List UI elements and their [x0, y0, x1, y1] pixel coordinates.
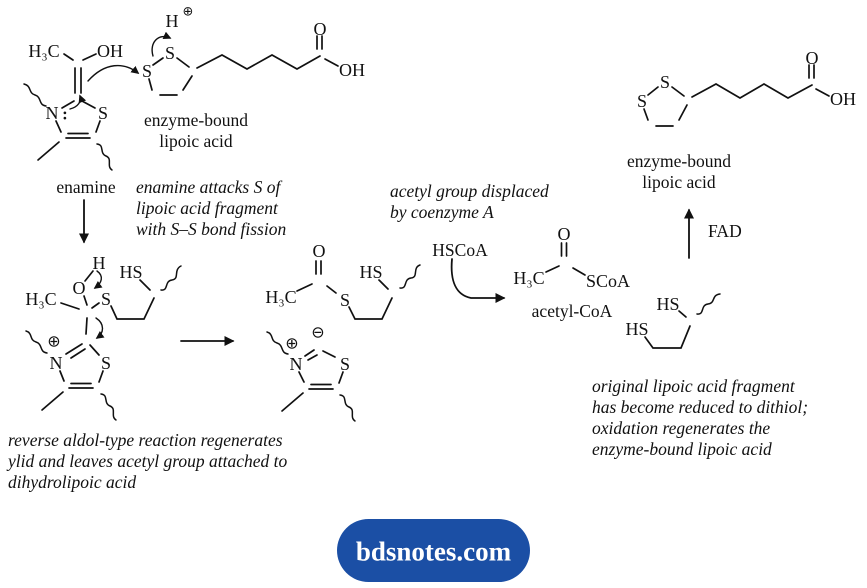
label-acetyl-coa: acetyl-CoA [531, 301, 613, 321]
atom-methyl: H₃C [513, 268, 544, 288]
annotation-step2: reverse aldol-type reaction regenerates … [8, 430, 288, 492]
curved-arrow-ss-fission [151, 31, 172, 57]
reaction-arrow-hscoa [450, 258, 506, 303]
annotation-step3: acetyl group displaced by coenzyme A [390, 181, 549, 222]
annotation-step1: enamine attacks S of lipoic acid fragmen… [136, 177, 287, 239]
wavy-bond-enzyme-link [160, 265, 182, 291]
atom-hydroxyl: OH [830, 89, 856, 109]
atom-oxygen: O [313, 241, 326, 261]
plus-charge: ⊕ [183, 5, 194, 20]
acetyl-coa-structure: O H₃C SCoA [513, 224, 630, 291]
label-enzyme-bound-lipoic-acid-top: enzyme-bound lipoic acid [144, 110, 248, 151]
watermark-text: bdsnotes.com [356, 537, 512, 567]
wavy-bond-enzyme-link [399, 264, 421, 289]
minus-charge: ⊖ [311, 323, 324, 342]
atom-hydrogen: H [166, 11, 179, 31]
plus-charge: ⊕ [47, 332, 60, 351]
atom-sulfur: S [637, 91, 647, 111]
acetyl-dihydrolipoate-structure: O H₃C S HS [265, 241, 421, 320]
enamine-structure: H₃C OH N : S [23, 41, 140, 171]
watermark-background[interactable] [337, 519, 530, 582]
dithiol-structure: HS HS [625, 293, 721, 349]
lone-pair: : [62, 105, 68, 124]
lipoic-acid-structure-top: H ⊕ S S O OH [142, 5, 365, 96]
label-fad: FAD [708, 221, 742, 241]
annotation-step4: original lipoic acid fragment has become… [592, 376, 809, 459]
atom-sulfur: S [340, 354, 350, 374]
atom-hydroxyl: OH [97, 41, 123, 61]
atom-sulfur: S [165, 43, 175, 63]
wavy-bond-enzyme-link [100, 393, 117, 421]
curved-arrow-c2 [95, 317, 105, 339]
curved-arrow-oh [93, 270, 103, 289]
atom-oxygen: O [806, 48, 819, 68]
atom-methyl: H₃C [28, 41, 59, 61]
atom-sulfur: S [98, 103, 108, 123]
label-hscoa: HSCoA [432, 240, 488, 260]
watermark-pill[interactable]: bdsnotes.com [337, 519, 530, 582]
atom-thiol: HS [625, 319, 648, 339]
atom-thiol: HS [656, 294, 679, 314]
thiazolium-ylid-structure: ⊖ ⊕ N S [266, 323, 356, 422]
atom-oxygen: O [314, 19, 327, 39]
atom-sulfur: S [101, 353, 111, 373]
wavy-bond-enzyme-link [96, 143, 113, 171]
atom-thiol: HS [119, 262, 142, 282]
atom-thiol: HS [359, 262, 382, 282]
atom-methyl: H₃C [265, 287, 296, 307]
plus-charge: ⊕ [285, 334, 298, 353]
atom-sulfur: S [660, 72, 670, 92]
atom-sulfur: S [142, 61, 152, 81]
atom-oxygen: O [73, 278, 86, 298]
intermediate-adduct-structure: H O H₃C S HS ⊕ N S [25, 253, 182, 421]
atom-hydrogen: H [93, 253, 106, 273]
atom-nitrogen: N [46, 103, 59, 123]
atom-sulfur: S [340, 290, 350, 310]
atom-sulfur: S [101, 289, 111, 309]
atom-nitrogen: N [290, 354, 303, 374]
atom-hydroxyl: OH [339, 60, 365, 80]
curved-arrow-lone-pair [69, 94, 87, 110]
wavy-bond-enzyme-link [339, 394, 356, 422]
wavy-bond-enzyme-link [23, 83, 47, 107]
atom-methyl: H₃C [25, 289, 56, 309]
wavy-bond-enzyme-link [696, 293, 721, 315]
label-enamine: enamine [56, 177, 116, 197]
wavy-bond-enzyme-link [25, 330, 48, 354]
lipoic-acid-structure-right: S S O OH [637, 48, 856, 127]
curved-arrow-enamine-attack [87, 64, 140, 82]
atom-s-coa: SCoA [586, 271, 630, 291]
atom-oxygen: O [558, 224, 571, 244]
wavy-bond-enzyme-link [266, 331, 289, 355]
atom-nitrogen: N [50, 353, 63, 373]
label-enzyme-bound-lipoic-acid-right: enzyme-bound lipoic acid [627, 151, 731, 192]
